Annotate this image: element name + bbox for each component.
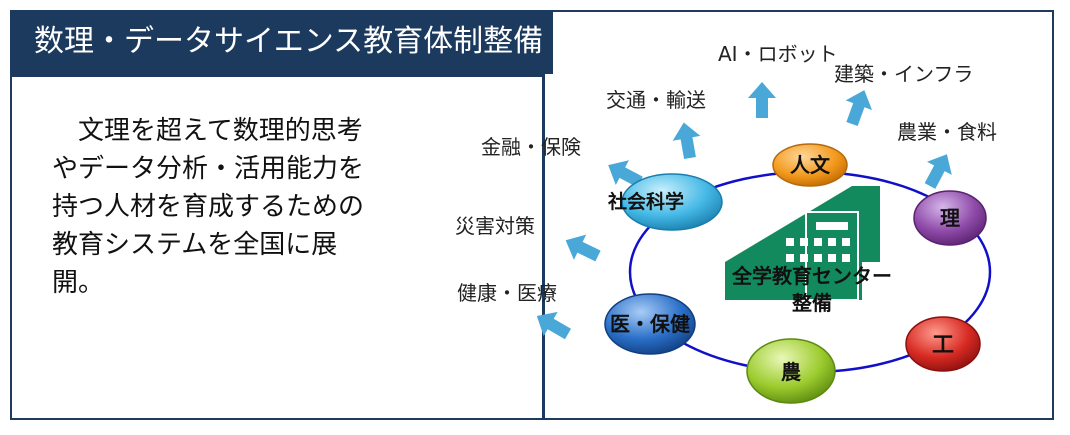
description-line: やデータ分析・活用能力を (52, 154, 365, 184)
page-title: 数理・データサイエンス教育体制整備 (10, 10, 553, 74)
node-jinbun: 人文 (772, 143, 848, 187)
node-label: 工 (932, 333, 954, 358)
arrow-icon (924, 154, 952, 189)
node-label: 医・保健 (610, 312, 690, 336)
field-label-saigai: 災害対策 (455, 214, 535, 238)
arrow-icon (608, 160, 643, 188)
field-label-kensetsu: 建築・インフラ (834, 62, 974, 86)
description-line: 開。 (52, 268, 105, 298)
arrow-icon (672, 122, 701, 160)
description-text: 文理を超えて数理的思考 やデータ分析・活用能力を 持つ人材を育成するための 教育… (52, 112, 412, 302)
arrow-icon (536, 311, 571, 340)
field-label-nogyo: 農業・食料 (897, 120, 997, 144)
arrow-icon (565, 234, 601, 262)
description-line: 持つ人材を育成するための (52, 192, 365, 222)
arrow-icon (748, 82, 776, 118)
description-line: 教育システムを全国に展 (52, 230, 338, 260)
center-label-line2: 整備 (791, 291, 832, 315)
field-label-ai: AI・ロボット (718, 42, 838, 66)
field-label-kinyu: 金融・保険 (481, 135, 581, 159)
building-icon (725, 186, 880, 301)
node-label: 農 (781, 360, 801, 384)
node-ko: 工 (905, 316, 981, 372)
field-label-kenko: 健康・医療 (457, 281, 557, 305)
node-label: 理 (940, 206, 960, 230)
node-no: 農 (746, 338, 836, 404)
node-shakai: 社会科学 (607, 173, 723, 231)
field-label-kotsu: 交通・輸送 (606, 88, 706, 112)
center-label-line1: 全学教育センター (731, 264, 892, 288)
node-ri: 理 (913, 190, 987, 246)
text-panel (10, 74, 545, 420)
node-label: 人文 (790, 153, 831, 177)
node-iho: 医・保健 (604, 293, 696, 355)
arrow-icon (845, 90, 872, 127)
description-line: 文理を超えて数理的思考 (78, 116, 363, 146)
arrows (536, 82, 952, 340)
node-label: 社会科学 (607, 190, 684, 213)
